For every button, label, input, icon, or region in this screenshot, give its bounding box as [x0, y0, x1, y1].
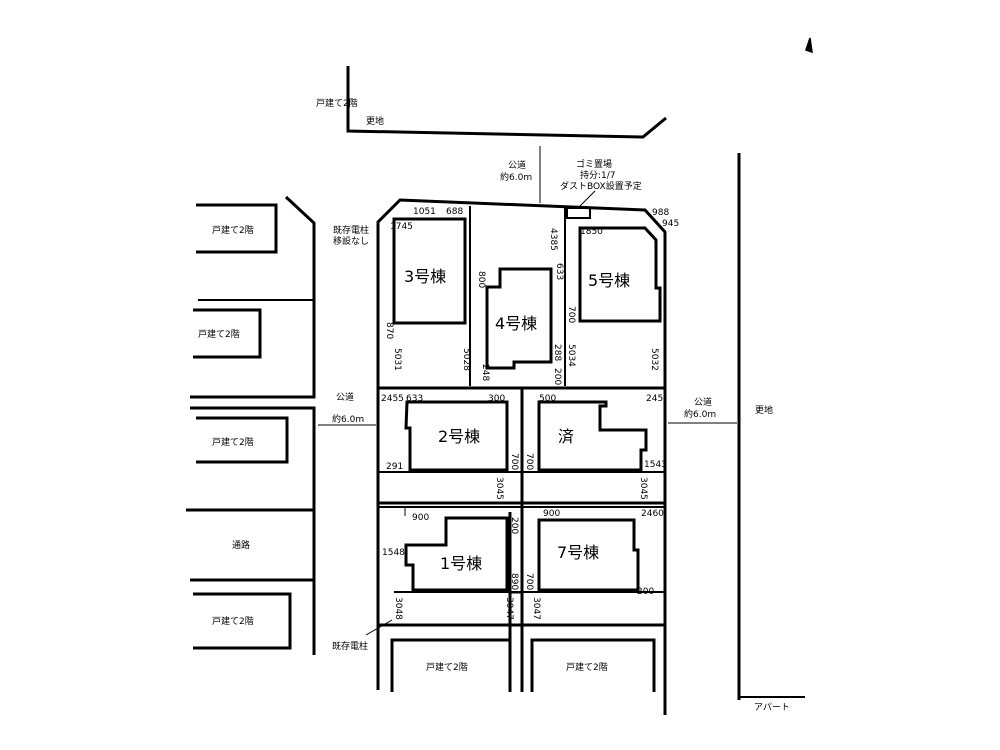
dim-3047b: 3047 — [531, 597, 541, 620]
left-road-width: 約6.0m — [332, 413, 364, 425]
dim-945: 945 — [662, 219, 679, 229]
dim-5032: 5032 — [649, 348, 659, 371]
dim-1051: 1051 — [413, 207, 436, 217]
dim-245: 245 — [646, 394, 663, 404]
garbage-note-line2: 持分:1/7 — [580, 169, 616, 181]
dim-1745: 1745 — [390, 222, 413, 232]
top-house-label: 戸建て2階 — [316, 97, 358, 109]
left-road-label: 公道 — [336, 391, 354, 403]
garbage-leader-line — [579, 190, 596, 207]
building-sold-label: 済 — [558, 427, 574, 446]
dim-700c: 700 — [524, 453, 534, 470]
building-1-label: 1号棟 — [440, 554, 482, 573]
bottom-house-right-outline — [530, 638, 656, 692]
right-road-label: 公道 — [694, 396, 712, 408]
left-house-4-label: 戸建て2階 — [212, 615, 254, 627]
bottom-house-left-label: 戸建て2階 — [426, 661, 468, 673]
building-4-outline — [485, 267, 553, 370]
building-2-label: 2号棟 — [438, 427, 480, 446]
dim-2460: 2460 — [641, 509, 664, 519]
top-road-width: 約6.0m — [500, 171, 532, 183]
left-house-2-outline — [193, 308, 262, 359]
pole-bottom-note: 既存電柱 — [332, 640, 368, 652]
dim-288: 288 — [552, 344, 562, 361]
dim-3045a: 3045 — [494, 477, 504, 500]
left-house-4-outline — [193, 592, 292, 650]
left-passage-label: 通路 — [232, 539, 250, 551]
dim-700d: 700 — [524, 573, 534, 590]
building-sold-outline — [537, 400, 648, 472]
right-vacant-label: 更地 — [755, 404, 773, 416]
left-road-edge — [190, 195, 316, 399]
left-house-3-label: 戸建て2階 — [212, 436, 254, 448]
pole-top-note-line1: 既存電柱 — [333, 224, 369, 236]
garbage-note-line1: ゴミ置場 — [576, 158, 612, 170]
top-vacant-label: 更地 — [366, 115, 384, 127]
dim-800: 800 — [476, 271, 486, 288]
bottom-house-right-label: 戸建て2階 — [566, 661, 608, 673]
building-3-label: 3号棟 — [404, 267, 446, 286]
dim-1850: 1850 — [580, 227, 603, 237]
top-road-label: 公道 — [508, 159, 526, 171]
dim-3048: 3048 — [393, 597, 403, 620]
building-7-label: 7号棟 — [557, 543, 599, 562]
dim-633a: 633 — [554, 263, 564, 280]
dim-633b: 633 — [406, 394, 423, 404]
left-house-1-outline — [196, 203, 278, 254]
dim-248: 248 — [480, 364, 490, 381]
dim-688: 688 — [446, 207, 463, 217]
left-house-1-label: 戸建て2階 — [212, 224, 254, 236]
dim-5028: 5028 — [461, 348, 471, 371]
dim-1548: 1548 — [382, 548, 405, 558]
dim-3047a: 3047 — [504, 597, 514, 620]
dim-700b: 700 — [509, 453, 519, 470]
left-house-3-boundary — [186, 406, 316, 512]
building-3-outline — [392, 217, 467, 325]
building-2-outline — [404, 400, 509, 472]
apartment-label: アパート — [754, 702, 790, 713]
dim-500: 500 — [539, 394, 556, 404]
dim-1543: 1543 — [644, 460, 667, 470]
building-5-outline — [578, 226, 662, 323]
right-road-width: 約6.0m — [684, 408, 716, 420]
garbage-area — [566, 207, 591, 219]
left-passage-boundary — [190, 510, 316, 582]
dim-890: 890 — [509, 573, 519, 590]
dim-900b: 900 — [543, 509, 560, 519]
dim-988: 988 — [652, 208, 669, 218]
dim-291: 291 — [386, 462, 403, 472]
pole-top-note-line2: 移設なし — [333, 235, 369, 247]
dim-5031: 5031 — [392, 348, 402, 371]
dim-5034: 5034 — [566, 344, 576, 367]
pole-leader-line — [365, 619, 393, 636]
building-7-outline — [537, 518, 640, 592]
garbage-note-line3: ダストBOX設置予定 — [560, 180, 642, 192]
dim-900a: 900 — [412, 513, 429, 523]
building-1-outline — [404, 516, 509, 592]
dim-3045b: 3045 — [638, 477, 648, 500]
building-5-label: 5号棟 — [588, 271, 630, 290]
dim-4385: 4385 — [548, 228, 558, 251]
top-neighbor-boundary — [346, 66, 667, 139]
dim-200b: 200 — [509, 517, 519, 534]
left-house-2-label: 戸建て2階 — [198, 328, 240, 340]
building-4-label: 4号棟 — [495, 314, 537, 333]
dim-870: 870 — [384, 322, 394, 339]
left-house-3-outline — [196, 416, 289, 464]
dim-2455: 2455 — [381, 394, 404, 404]
bottom-house-left-outline — [390, 638, 512, 692]
dim-200c: 200 — [637, 587, 654, 597]
dim-300: 300 — [488, 394, 505, 404]
dim-200a: 200 — [552, 368, 562, 385]
north-arrow-icon — [805, 37, 813, 54]
dim-700a: 700 — [566, 306, 576, 323]
